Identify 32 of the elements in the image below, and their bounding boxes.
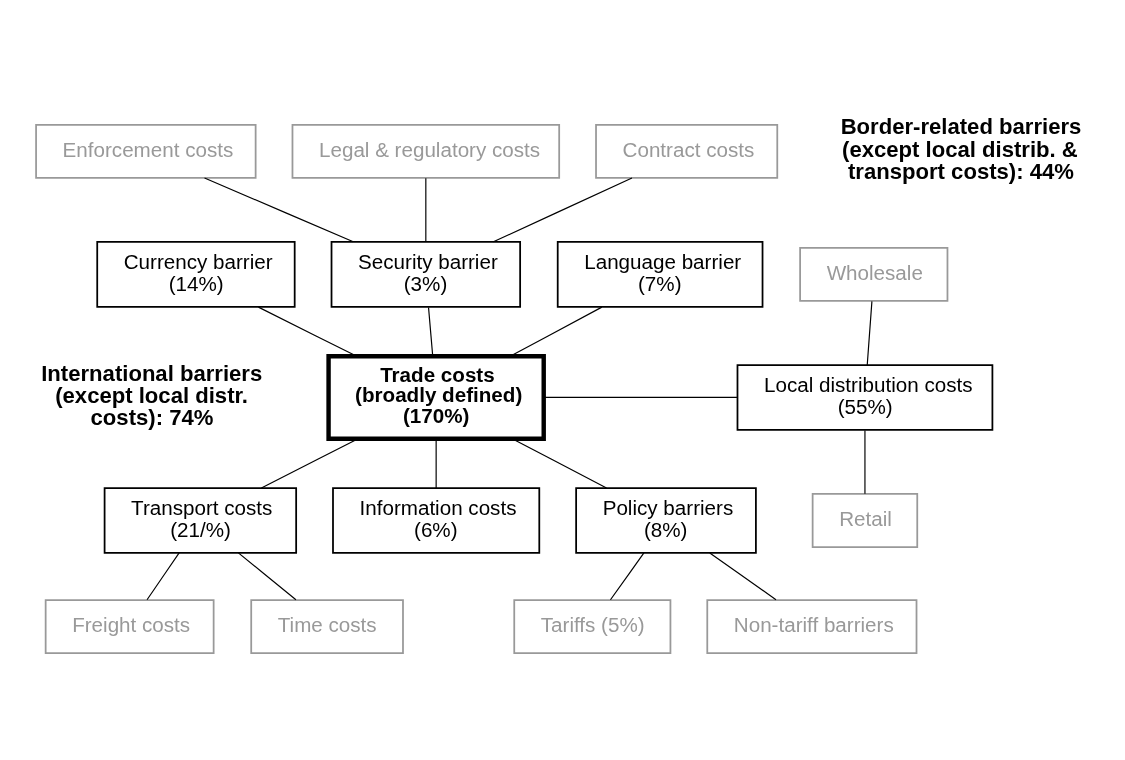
node-box: Freight costs [44,598,215,654]
node-box: Legal & regulatory costs [291,123,561,179]
node-box: Local distribution costs (55%) [736,363,994,431]
connector [609,551,645,600]
connector [510,306,603,357]
node-box: Trade costs (broadly defined) (170%) [326,353,546,441]
connector [237,551,297,600]
connector [709,551,777,600]
label: Border-related barriers (except local distrib. & transport costs): 44% [840,113,1082,184]
connector [864,429,866,494]
node-box: Policy barriers (8%) [575,486,757,554]
label: International barriers (except local distr. costs): 74% [41,360,263,430]
connector [146,551,180,600]
node-box: Security barrier (3%) [330,240,522,308]
connector [543,396,738,398]
connector [203,176,354,242]
node-box: Currency barrier (14%) [96,240,296,308]
connector [866,300,873,366]
node-box: Enforcement costs [35,123,257,179]
node-box: Retail [811,492,919,548]
node-box: Information costs (6%) [332,486,541,554]
node-box: Transport costs (21/%) [103,486,298,554]
connector [425,177,427,243]
node-box: Tariffs (5%) [513,598,672,654]
node-box: Wholesale [799,246,949,302]
connector [427,306,434,357]
connector [492,176,633,242]
node-box: Time costs [250,598,404,654]
node-box: Non-tariff barriers [706,598,918,654]
node-box: Contract costs [595,123,779,179]
node-box: Language barrier (7%) [556,240,764,308]
connector [257,306,357,357]
